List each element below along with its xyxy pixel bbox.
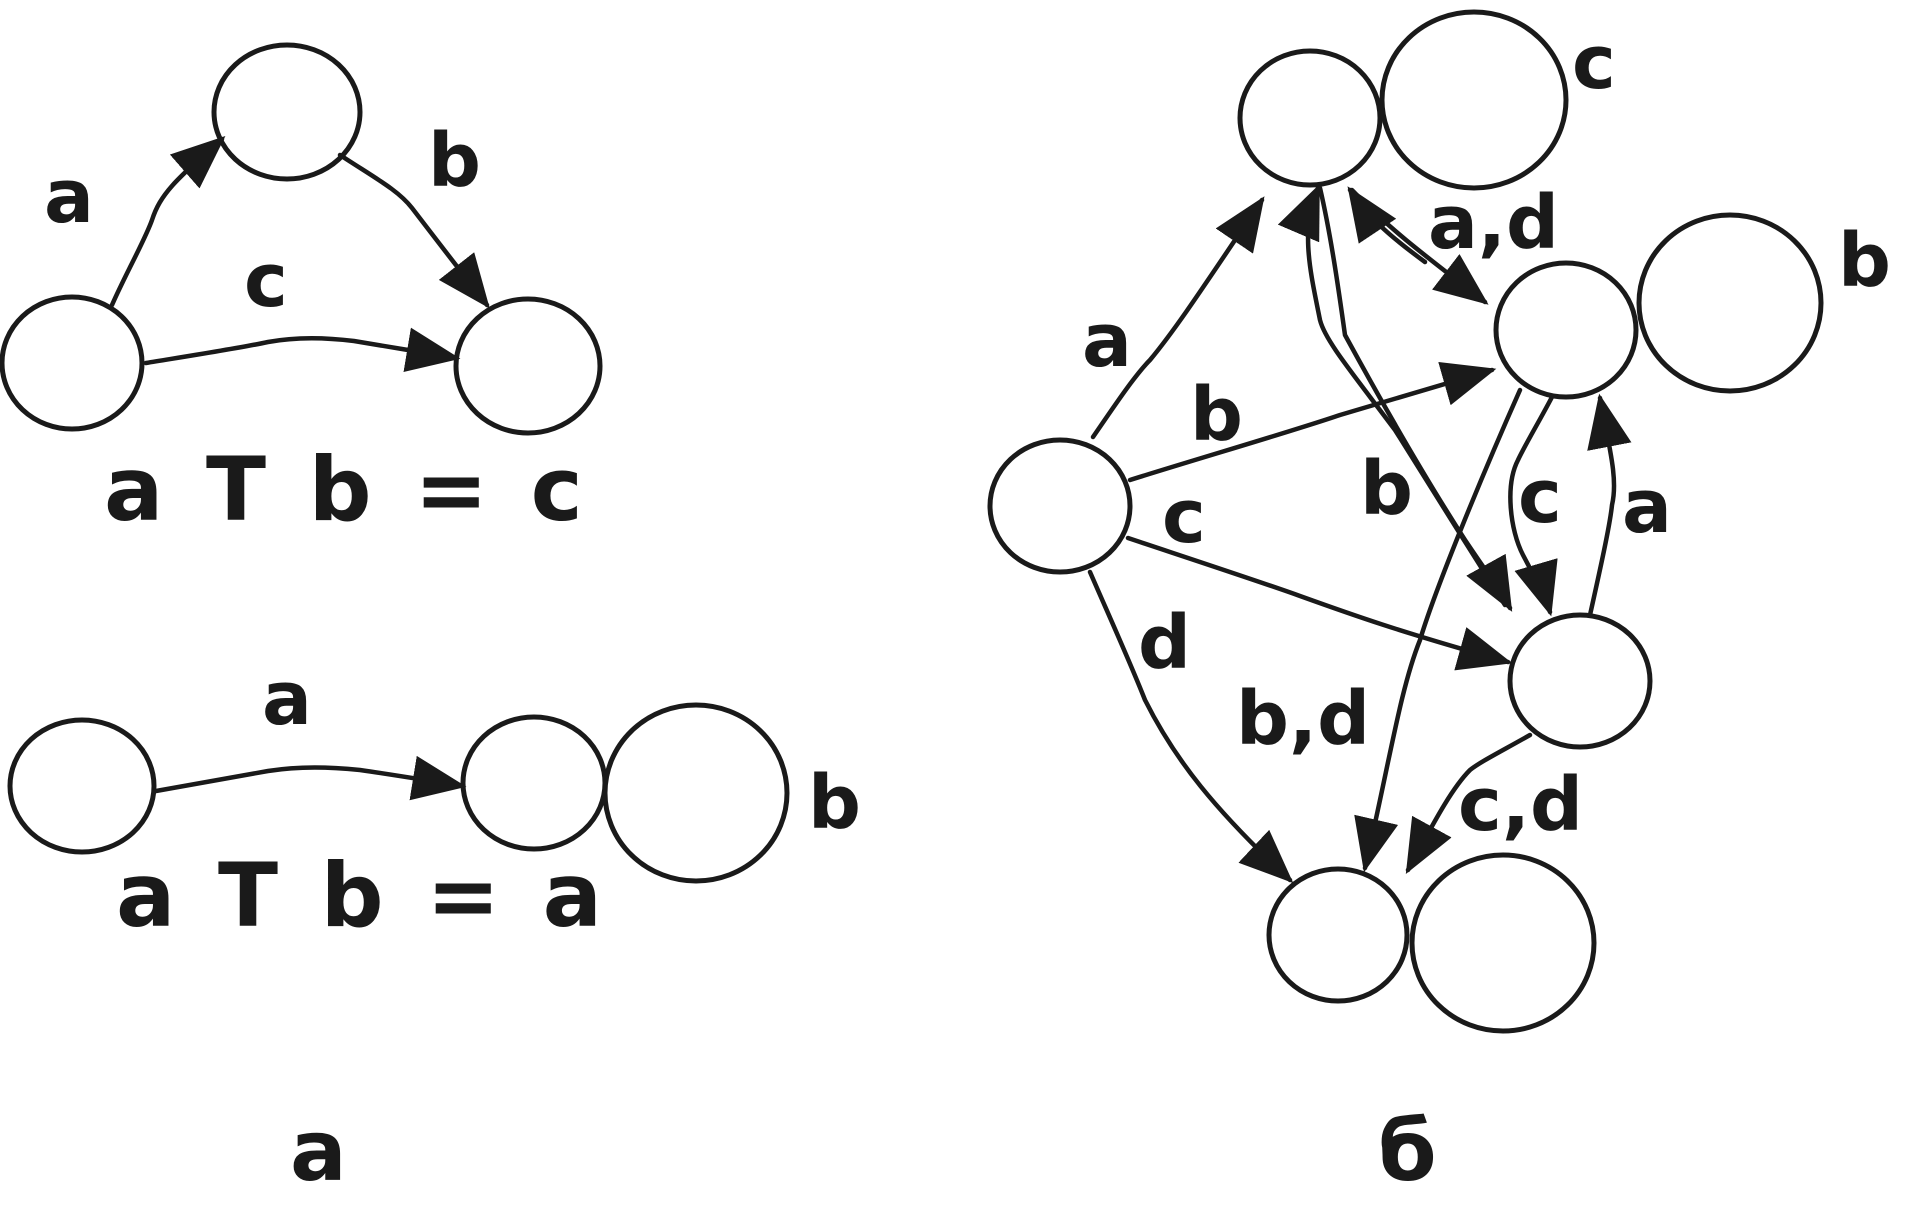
caption-a: а [290, 1102, 347, 1200]
edge-upper-right-top-ad-back [1347, 186, 1428, 265]
panel-a-bottom-graph: a b a T b = a [7, 656, 861, 947]
edge-left-to-right-c [143, 327, 461, 373]
node-b-upper-right [1493, 260, 1639, 400]
edge-left-to-upper-right-b [1127, 361, 1497, 483]
edge-left-to-top-a [1090, 196, 1265, 440]
edge-label-c-mid: c [1162, 474, 1206, 560]
edge-mid-to-right-b [337, 152, 490, 309]
node-a-top-right [453, 296, 603, 436]
edge-left-to-bottom-d [1087, 569, 1294, 884]
edge-upper-right-to-bottom-bd [1354, 387, 1523, 873]
edge-mid-right-to-bottom-cd [1405, 732, 1533, 874]
edge-label-a-right: a [1622, 464, 1672, 550]
node-label-bottom-b: b [808, 760, 861, 846]
edge-label-d: d [1138, 600, 1191, 686]
node-b-left [987, 437, 1133, 575]
node-a-bottom-mid [460, 714, 608, 852]
edge-upper-right-to-mid-right-c [1508, 394, 1558, 617]
edge-bottom-a [153, 755, 467, 801]
node-b-top [1237, 48, 1383, 188]
node-a-bottom-left [7, 717, 157, 855]
panel-a-top-graph: a b c a T b = c [0, 42, 603, 541]
node-b-bottom-circle [1409, 852, 1597, 1034]
edge-label-bd: b,d [1236, 676, 1370, 762]
node-b-upper-right-b-circle [1636, 212, 1824, 394]
node-b-mid-right [1507, 612, 1653, 750]
edge-label-b-mid: b [1190, 372, 1243, 458]
node-a-top-mid [211, 42, 363, 182]
equation-bottom: a T b = a [116, 844, 608, 947]
edge-label-c-right: c [1518, 454, 1562, 540]
edge-label-a: a [44, 154, 94, 240]
node-a-bottom-b [602, 702, 790, 884]
panel-b-graph: c b a b c d a,d b c a b,d c,d [987, 9, 1891, 1034]
edge-top-to-mid-right-b [1317, 185, 1513, 612]
edge-label-bottom-a: a [262, 656, 312, 742]
node-a-top-left [0, 294, 145, 432]
equation-top: a T b = c [104, 438, 589, 541]
edge-label-cd: c,d [1458, 762, 1583, 848]
node-label-b-right: b [1838, 218, 1891, 304]
edge-label-c: c [244, 238, 288, 324]
caption-b: б [1378, 1102, 1437, 1200]
edge-label-a-top: a [1082, 298, 1132, 384]
node-label-c: c [1572, 20, 1616, 106]
edge-left-to-mid-right-c [1125, 535, 1513, 671]
edge-mid-right-to-upper-right-a [1587, 393, 1632, 618]
edge-label-b-cross: b [1360, 446, 1413, 532]
edge-label-ad: a,d [1428, 180, 1559, 266]
edge-label-b: b [428, 118, 481, 204]
node-b-bottom [1266, 866, 1410, 1004]
node-b-top-c-circle [1379, 9, 1569, 191]
edge-a-to-mid [109, 136, 226, 308]
